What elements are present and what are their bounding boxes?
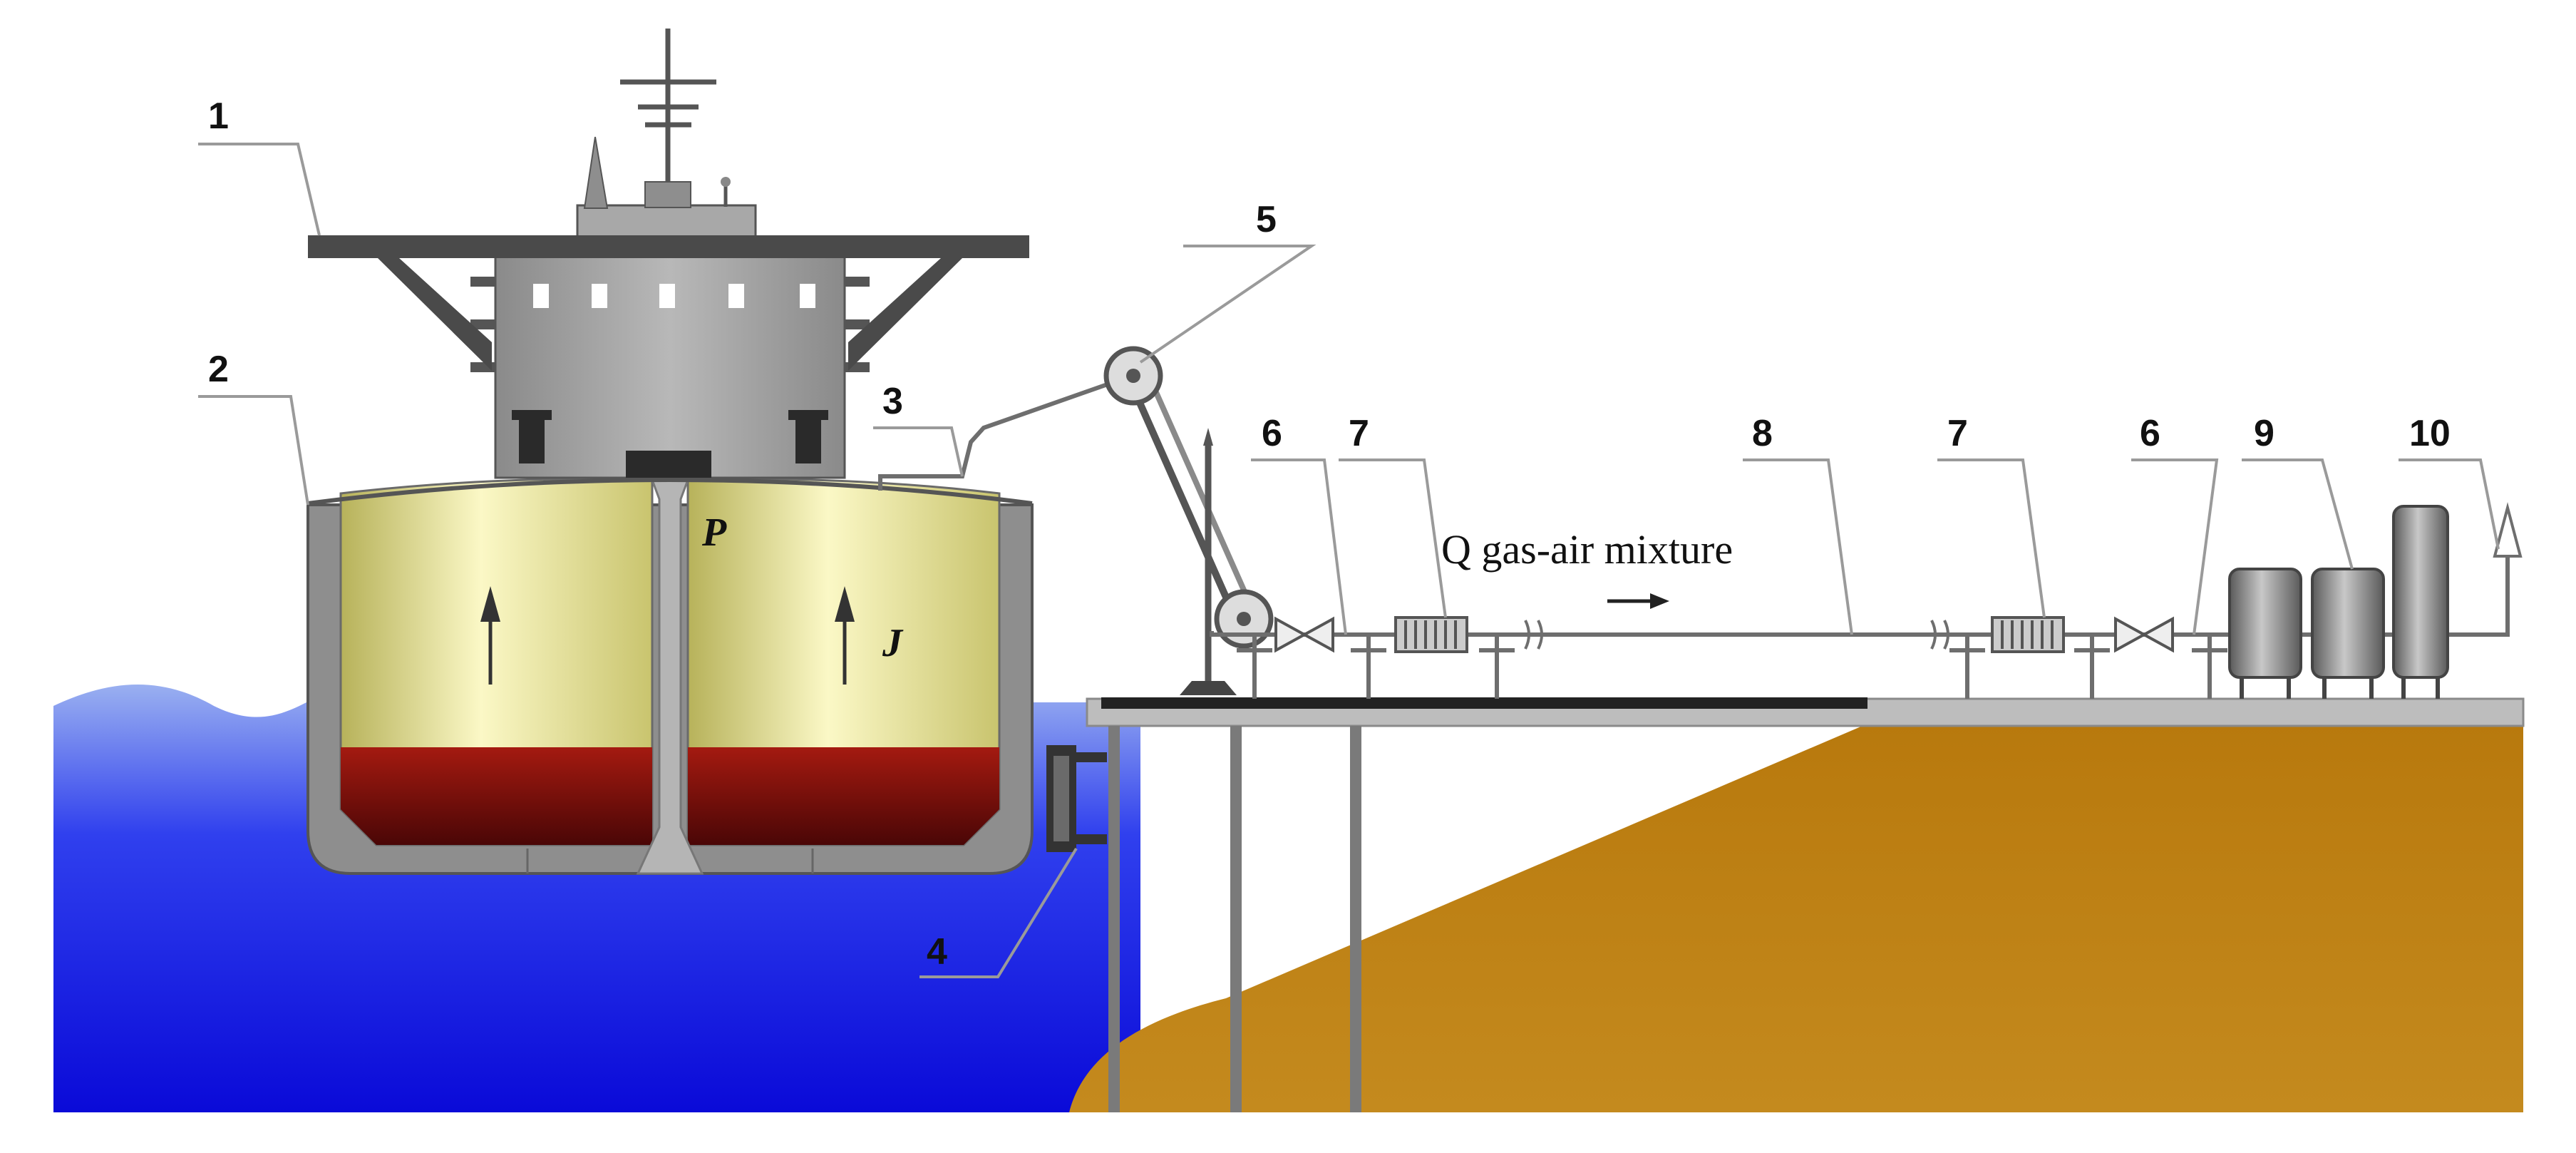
callout-7-right: 7 [1947,413,1968,454]
valve-right [2114,616,2174,653]
ship-hull [306,473,1034,875]
ship-mast [620,29,731,208]
callout-1: 1 [208,96,229,137]
jetty-pier [1086,697,2525,1112]
vent-line [878,374,1130,491]
ship-superstructure [308,136,1029,479]
callout-5: 5 [1256,199,1277,240]
flame-arrester-right [1991,616,2065,653]
flame-arrester-left [1394,616,1468,653]
callout-7-left: 7 [1349,413,1369,454]
flux-symbol: J [882,621,904,665]
treatment-unit [2228,505,2449,699]
callout-6-right: 6 [2140,413,2160,454]
flow-label: Q gas-air mixture [1441,526,1733,573]
callout-numbers: 1 2 3 4 5 6 7 8 7 6 9 10 [208,96,2451,973]
callout-4: 4 [927,931,947,973]
cargo-liquid-right [688,747,999,845]
fender [1046,745,1107,852]
callout-2: 2 [208,349,229,390]
callout-8: 8 [1752,413,1773,454]
exhaust-stack [2493,502,2523,558]
flow-direction-arrow [1607,593,1669,609]
valve-left [1274,616,1334,653]
callout-9: 9 [2254,413,2274,454]
loading-arm [1103,346,1274,695]
pipeline [1210,542,2510,699]
pressure-symbol: P [701,511,727,555]
callout-6-left: 6 [1262,413,1282,454]
callout-10: 10 [2409,413,2451,454]
leader-lines [198,143,2500,978]
shore-ground [1069,724,2523,1112]
callout-3: 3 [882,381,903,422]
cargo-liquid-left [341,747,652,845]
